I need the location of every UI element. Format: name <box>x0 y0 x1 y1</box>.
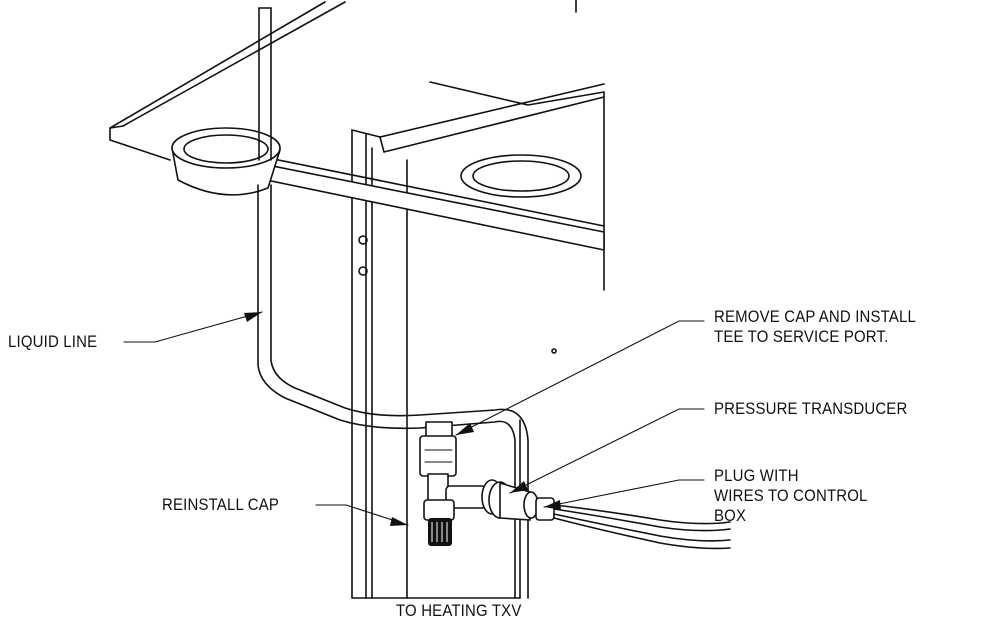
pipe-collar <box>171 127 281 196</box>
liquid-line-label: LIQUID LINE <box>8 332 98 351</box>
service-tee <box>419 421 487 546</box>
top-pipe <box>258 7 272 161</box>
liquid-line-tube <box>257 184 529 599</box>
front-rail <box>221 150 605 251</box>
pressure-transducer <box>481 479 539 521</box>
plug-label-line1: PLUG WITH <box>714 466 799 485</box>
plug-wires <box>535 497 731 550</box>
pressure-transducer-label: PRESSURE TRANSDUCER <box>714 399 908 418</box>
remove-cap-label-line1: REMOVE CAP AND INSTALL <box>714 307 917 326</box>
plug-label-line2: WIRES TO CONTROL <box>714 486 868 505</box>
plug-label-line3: BOX <box>714 506 747 525</box>
leader-lines <box>123 311 705 526</box>
to-heating-txv-label: TO HEATING TXV <box>396 601 522 620</box>
remove-cap-label-line2: TEE TO SERVICE PORT. <box>714 327 889 346</box>
reinstall-cap-label: REINSTALL CAP <box>162 495 280 514</box>
cabinet-top <box>109 0 605 291</box>
